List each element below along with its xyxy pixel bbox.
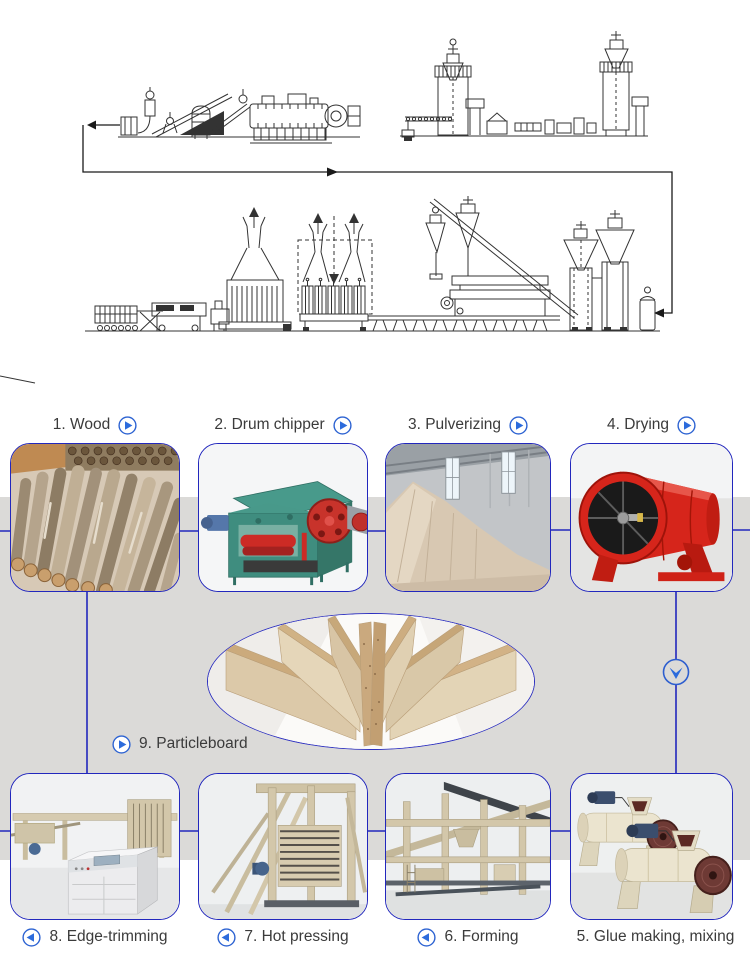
step-label-text: 4. Drying [606, 416, 670, 433]
arrow-right-circle-icon [112, 734, 131, 754]
step-label-text: 2. Drum chipper [214, 416, 325, 433]
photo-box-drum-chipper [198, 443, 368, 592]
edge-trimming-line-photo [11, 774, 179, 919]
step-label-edge-trimming: 8. Edge-trimming [10, 924, 180, 950]
step-label-hot-pressing: 7. Hot pressing [198, 924, 368, 950]
arrow-down-circle-icon [662, 658, 690, 686]
arrow-left-circle-icon [22, 927, 42, 947]
arrow-left-circle-icon [217, 927, 236, 947]
photo-box-pulverizing [385, 443, 551, 592]
step-label-text: 8. Edge-trimming [49, 928, 168, 945]
drum-chipper-photo [199, 444, 367, 591]
step-label-particleboard: 9. Particleboard [112, 731, 248, 757]
wood-logs-photo [11, 444, 179, 591]
step-label-drying: 4. Drying [570, 412, 733, 438]
photo-box-hot-pressing [198, 773, 368, 920]
hot-press-photo [199, 774, 367, 919]
production-line-schematic [0, 31, 673, 384]
step-label-pulverizing: 3. Pulverizing [385, 412, 551, 438]
step-label-text: 6. Forming [444, 928, 519, 945]
step-label-text: 7. Hot pressing [244, 928, 349, 945]
arrow-left-circle-icon [417, 927, 437, 947]
step-label-glue-making: 5. Glue making, mixing [570, 924, 735, 950]
step-label-text: 9. Particleboard [139, 735, 248, 752]
arrow-right-circle-icon [509, 415, 528, 435]
particleboard-fan-photo [208, 614, 534, 749]
particleboard-ellipse [207, 613, 535, 750]
step-label-wood: 1. Wood [10, 412, 180, 438]
arrow-right-circle-icon [118, 415, 137, 435]
step-label-text: 3. Pulverizing [407, 416, 502, 433]
sawdust-pile-photo [386, 444, 550, 591]
arrow-right-circle-icon [677, 415, 696, 435]
step-label-text: 5. Glue making, mixing [576, 928, 735, 945]
photo-box-forming [385, 773, 551, 920]
photo-box-glue-mixing [570, 773, 733, 920]
photo-box-edge-trimming [10, 773, 180, 920]
forming-line-photo [386, 774, 550, 919]
glue-mixers-photo [571, 774, 732, 919]
step-label-text: 1. Wood [52, 416, 111, 433]
photo-box-wood [10, 443, 180, 592]
step-label-forming: 6. Forming [385, 924, 551, 950]
rotary-dryer-photo [571, 444, 732, 591]
step-label-drum-chipper: 2. Drum chipper [198, 412, 368, 438]
photo-box-drying [570, 443, 733, 592]
arrow-right-circle-icon [333, 415, 352, 435]
